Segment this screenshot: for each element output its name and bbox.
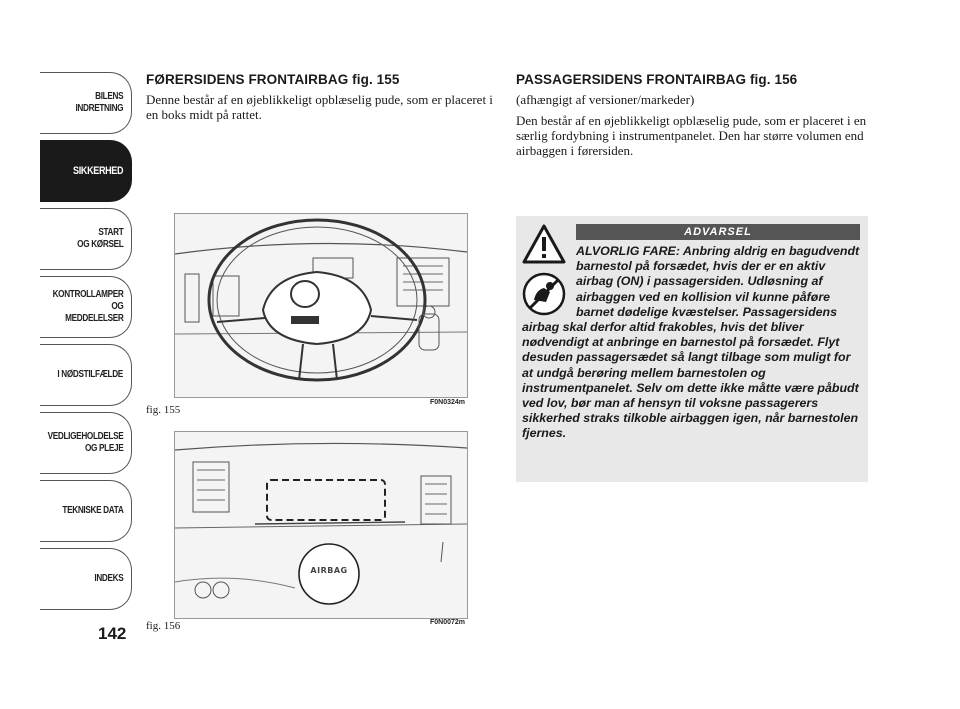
figure-155-label: fig. 155	[146, 404, 181, 416]
warning-text: ALVORLIG FARE: Anbring aldrig en bagudve…	[522, 244, 860, 441]
tab-sikkerhed[interactable]: SIKKERHED	[40, 140, 132, 202]
chapter-sidebar: BILENS INDRETNING SIKKERHED START OG KØR…	[40, 72, 132, 616]
passenger-airbag-subheading: (afhængigt af versioner/markeder)	[516, 92, 695, 107]
warning-title: ADVARSEL	[576, 224, 860, 240]
steering-wheel-illustration	[175, 214, 467, 397]
figure-156-code: F0N0072m	[430, 619, 466, 626]
figure-155-code: F0N0324m	[430, 399, 466, 406]
passenger-airbag-section: PASSAGERSIDENS FRONTAIRBAG fig. 156 (afh…	[516, 72, 868, 163]
passenger-dashboard-illustration	[175, 432, 467, 618]
page-number: 142	[98, 624, 127, 643]
airbag-child-seat-icon	[522, 272, 566, 316]
tab-start-og-korsel[interactable]: START OG KØRSEL	[40, 208, 132, 270]
warning-box: ADVARSEL ALVORLIG FARE: Anbring aldrig e…	[516, 216, 868, 482]
passenger-airbag-heading: PASSAGERSIDENS FRONTAIRBAG fig. 156	[516, 72, 798, 87]
warning-text-block: ALVORLIG FARE: Anbring aldrig en bagudve…	[522, 244, 862, 442]
warning-triangle-icon	[522, 224, 566, 264]
figure-156-dashboard: AIRBAG	[174, 431, 468, 619]
tab-kontrollamper[interactable]: KONTROLLAMPER OG MEDDELELSER	[40, 276, 132, 338]
driver-airbag-section: FØRERSIDENS FRONTAIRBAG fig. 155 Denne b…	[146, 72, 498, 127]
airbag-label: AIRBAG	[310, 566, 348, 575]
tab-vedligeholdelse[interactable]: VEDLIGEHOLDELSE OG PLEJE	[40, 412, 132, 474]
passenger-airbag-body: Den består af en øjeblikkeligt opblæseli…	[516, 113, 867, 158]
tab-tekniske-data[interactable]: TEKNISKE DATA	[40, 480, 132, 542]
driver-airbag-body: Denne består af en øjeblikkeligt opblæse…	[146, 92, 493, 122]
driver-airbag-heading: FØRERSIDENS FRONTAIRBAG fig. 155	[146, 72, 400, 87]
figure-155-steering-wheel	[174, 213, 468, 398]
figure-156-label: fig. 156	[146, 620, 181, 632]
tab-indeks[interactable]: INDEKS	[40, 548, 132, 610]
tab-i-nodstilfaelde[interactable]: I NØDSTILFÆLDE	[40, 344, 132, 406]
tab-bilens-indretning[interactable]: BILENS INDRETNING	[40, 72, 132, 134]
